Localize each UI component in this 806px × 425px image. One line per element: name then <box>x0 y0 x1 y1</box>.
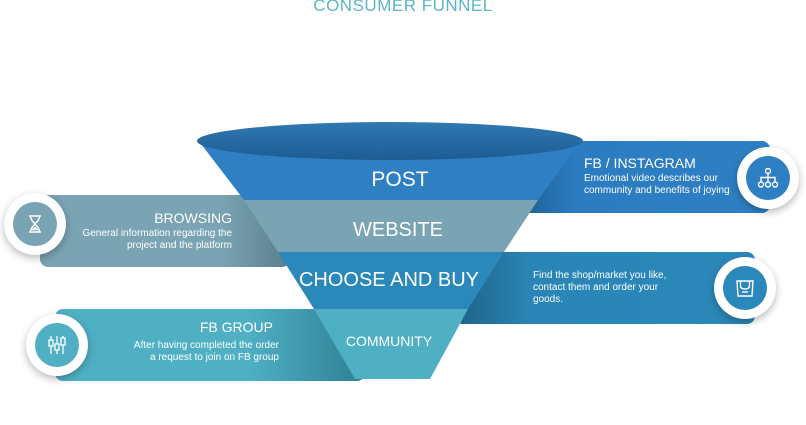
funnel-label-community: COMMUNITY <box>345 333 433 349</box>
callout-band <box>40 195 290 267</box>
callout-shop: Find the shop/market you like, contact t… <box>455 252 755 324</box>
callout-desc-line3: goods. <box>533 294 564 305</box>
icon-badge-fb-group <box>26 314 88 376</box>
callout-desc-line2: project and the platform <box>126 240 232 251</box>
icon-badge-browsing <box>4 193 66 255</box>
callout-desc-line2: community and benefits of joying <box>584 185 730 196</box>
funnel-stage-community <box>314 309 468 379</box>
callout-desc-line1: Find the shop/market you like, <box>533 270 667 281</box>
callout-fb-group: FB GROUP After having completed the orde… <box>55 309 365 381</box>
funnel-stage-website <box>244 200 538 252</box>
funnel-label-website: WEBSITE <box>352 219 443 241</box>
funnel-label-choose-and-buy: CHOOSE AND BUY <box>298 269 480 291</box>
callout-heading: FB / INSTAGRAM <box>584 155 696 171</box>
candlestick-icon <box>48 336 66 354</box>
callout-desc-line1: General information regarding the <box>82 228 232 239</box>
callout-browsing: BROWSING General information regarding t… <box>40 195 290 267</box>
funnel-stage-choose-and-buy <box>278 252 504 309</box>
shopping-bag-icon <box>736 280 754 297</box>
callout-desc-line1: Emotional video describes our <box>584 173 718 184</box>
icon-badge-shop <box>714 257 776 319</box>
callout-band <box>55 309 365 381</box>
funnel-label-post: POST <box>371 168 429 191</box>
callout-band <box>455 252 755 324</box>
callout-fb-instagram: FB / INSTAGRAM Emotional video describes… <box>520 141 770 213</box>
callout-desc-line2: contact them and order your <box>533 282 659 293</box>
hourglass-icon <box>29 215 41 233</box>
callout-desc-line2: a request to join on FB group <box>150 352 279 363</box>
callout-desc-line1: After having completed the order <box>133 340 279 351</box>
callout-heading: BROWSING <box>154 210 232 226</box>
callout-heading: FB GROUP <box>199 319 273 335</box>
page-title: CONSUMER FUNNEL <box>313 0 493 15</box>
icon-badge-fb-instagram <box>737 147 799 209</box>
hierarchy-icon <box>757 167 779 188</box>
funnel-rim <box>197 122 583 160</box>
